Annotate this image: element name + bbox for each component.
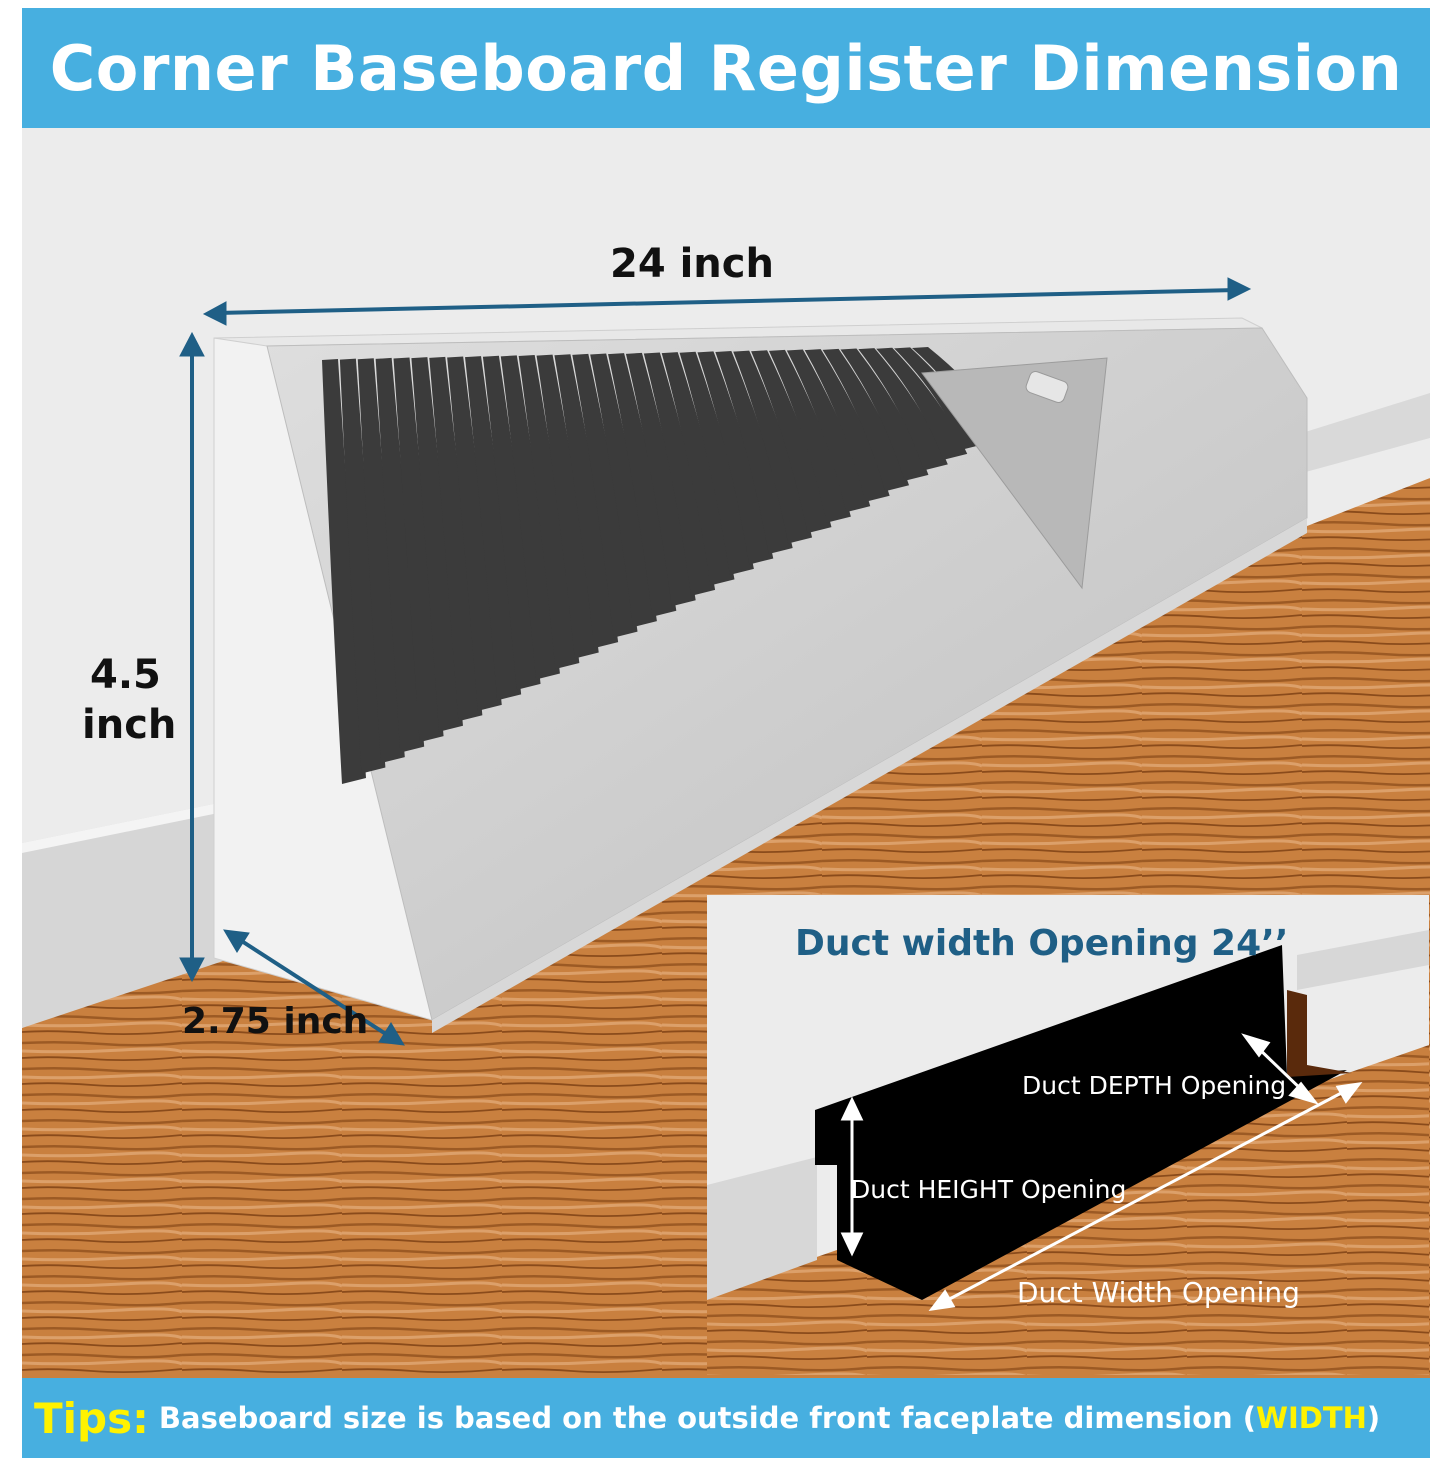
louver-slot (679, 351, 754, 575)
height-dimension-unit: inch (82, 702, 177, 748)
louver-slot (393, 357, 444, 743)
tips-label: Tips: (34, 1393, 149, 1443)
height-arrow (179, 331, 205, 983)
louver-slot (322, 359, 366, 784)
duct-arrows (840, 1033, 1363, 1312)
louver-slot (822, 348, 910, 492)
width-dimension-label: 24 inch (610, 241, 774, 287)
baseboard-trim-right (1302, 393, 1430, 473)
louver-slot (858, 348, 948, 471)
louver-slot (625, 352, 696, 607)
tips-banner: Tips: Baseboard size is based on the out… (22, 1378, 1430, 1458)
tips-highlight: WIDTH (1256, 1401, 1367, 1435)
duct-width-label: Duct Width Opening (1017, 1276, 1300, 1309)
louver-slot (572, 353, 638, 638)
inset-baseboard-left (707, 1157, 817, 1300)
louver-slot (554, 354, 619, 649)
louver-slot (608, 353, 677, 617)
duct-opening-shape (815, 945, 1347, 1300)
damper-lever[interactable] (1024, 370, 1069, 404)
damper-section (921, 357, 1108, 590)
louver-slot (697, 351, 774, 565)
louver-slot (751, 350, 832, 534)
title-banner: Corner Baseboard Register Dimension (22, 8, 1430, 128)
page-title: Corner Baseboard Register Dimension (49, 31, 1403, 105)
depth-arrow (223, 929, 405, 1046)
louver-slot (447, 356, 502, 711)
inset-baseboard-right (1297, 930, 1429, 990)
louver-slot (661, 352, 735, 586)
louver-slot (804, 349, 890, 502)
louver-slot (715, 351, 793, 554)
height-dimension-value: 4.5 (90, 652, 161, 698)
louver-slot (465, 356, 522, 701)
tips-text-before: Baseboard size is based on the outside f… (158, 1401, 1257, 1435)
louver-slot (590, 353, 657, 628)
louver-slot (357, 358, 405, 764)
louver-slot (339, 358, 386, 774)
inset-title: Duct width Opening 24’’ (795, 923, 1289, 964)
louver-slot (411, 357, 463, 732)
duct-opening-inset: Duct width Opening 24’’ Duct DEPTH Openi… (707, 895, 1429, 1375)
louver-slot (786, 349, 871, 513)
louver-slot (876, 347, 968, 460)
tips-text: Baseboard size is based on the outside f… (159, 1401, 1380, 1435)
width-arrow (202, 277, 1252, 326)
louver-slot (482, 355, 541, 690)
depth-dimension-label: 2.75 inch (182, 1001, 369, 1042)
louver-slots (322, 347, 1006, 784)
louver-slot (643, 352, 716, 596)
duct-depth-label: Duct DEPTH Opening (1022, 1071, 1287, 1100)
tips-text-after: ) (1366, 1401, 1381, 1435)
louver-slot (518, 355, 580, 669)
louver-slot (375, 357, 425, 753)
duct-diagram (707, 930, 1429, 1375)
louver-slot (500, 355, 560, 680)
duct-height-label: Duct HEIGHT Opening (851, 1175, 1127, 1204)
louver-slot (733, 350, 813, 544)
louver-slot (429, 356, 483, 722)
louver-slot (536, 354, 599, 659)
louver-slot (840, 348, 929, 481)
louver-slot (768, 349, 851, 523)
